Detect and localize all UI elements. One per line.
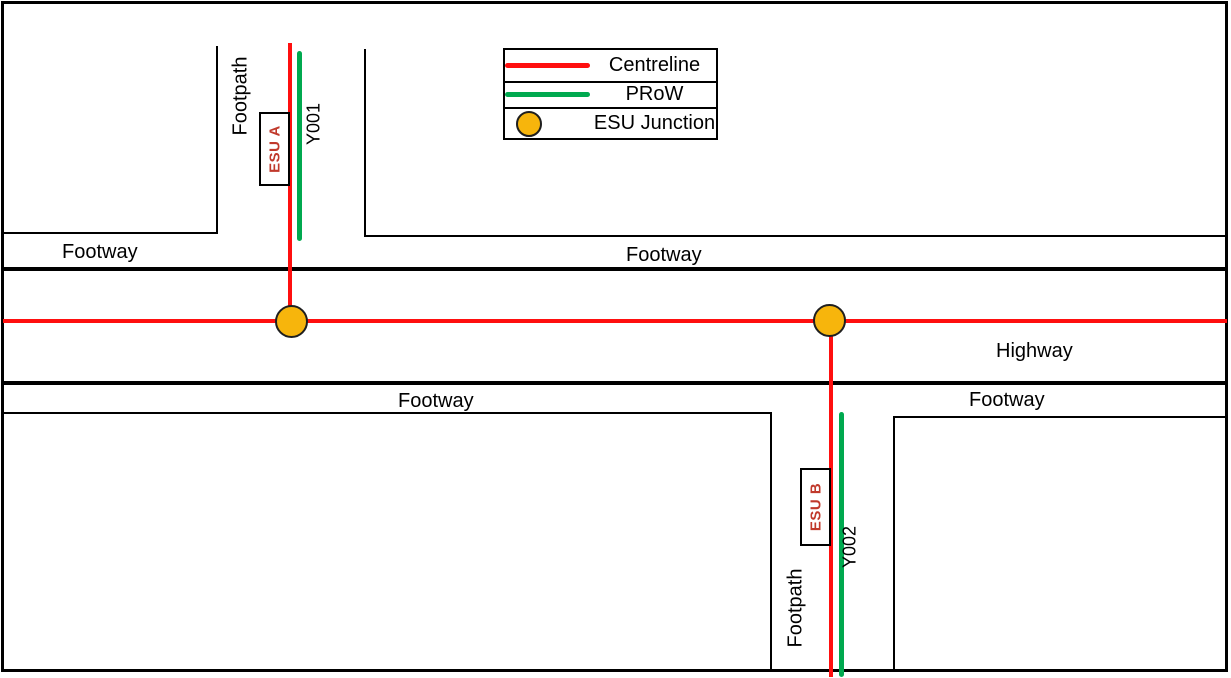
legend-esu-junction-label: ESU Junction (593, 112, 716, 135)
plot-boundary-top-right-horizontal (364, 235, 1227, 237)
prow-swatch-icon (505, 92, 590, 98)
plot-boundary-top-right-vertical (364, 49, 366, 237)
plot-boundary-bottom-left-vertical (770, 412, 772, 671)
footway-top-left-label: Footway (62, 241, 138, 263)
legend-prow-label: PRoW (625, 83, 684, 106)
highway-label: Highway (996, 340, 1073, 362)
centreline-swatch-icon (505, 62, 590, 68)
footway-top-right-label: Footway (626, 244, 702, 266)
legend-centreline-label: Centreline (608, 53, 701, 76)
y002-label: Y002 (839, 525, 860, 569)
plot-boundary-bottom-left-horizontal (3, 412, 772, 414)
legend: Centreline PRoW ESU Junction (503, 48, 718, 140)
esu-b-box: ESU B (800, 468, 831, 546)
esu-b-label: ESU B (807, 482, 824, 532)
legend-row-esu-junction: ESU Junction (505, 107, 716, 138)
centreline-side-road-south (829, 321, 833, 677)
prow-line-y001 (297, 51, 302, 241)
footway-bottom-left-label: Footway (398, 390, 474, 412)
esu-a-label: ESU A (266, 125, 283, 173)
footway-bottom-right-label: Footway (969, 389, 1045, 411)
centreline-side-road-north (288, 43, 292, 323)
plot-boundary-top-left-vertical (216, 46, 218, 234)
plot-boundary-bottom-right-horizontal (893, 416, 1227, 418)
footpath-top-label: Footpath (229, 56, 252, 136)
y001-label: Y001 (303, 102, 324, 146)
footpath-bottom-label: Footpath (784, 568, 807, 648)
esu-junction-swatch-icon (516, 110, 542, 137)
legend-row-prow: PRoW (505, 80, 716, 108)
esu-junction-node-left (275, 305, 308, 338)
prow-line-y002 (839, 412, 844, 677)
plot-boundary-top-left-horizontal (3, 232, 217, 234)
esu-a-box: ESU A (259, 112, 290, 186)
centreline-highway (3, 319, 1227, 323)
highway-north-kerb-line (3, 267, 1227, 271)
esu-junction-node-right (813, 304, 846, 337)
plot-boundary-bottom-right-vertical (893, 416, 895, 671)
highway-south-kerb-line (3, 381, 1227, 385)
legend-row-centreline: Centreline (505, 50, 716, 81)
